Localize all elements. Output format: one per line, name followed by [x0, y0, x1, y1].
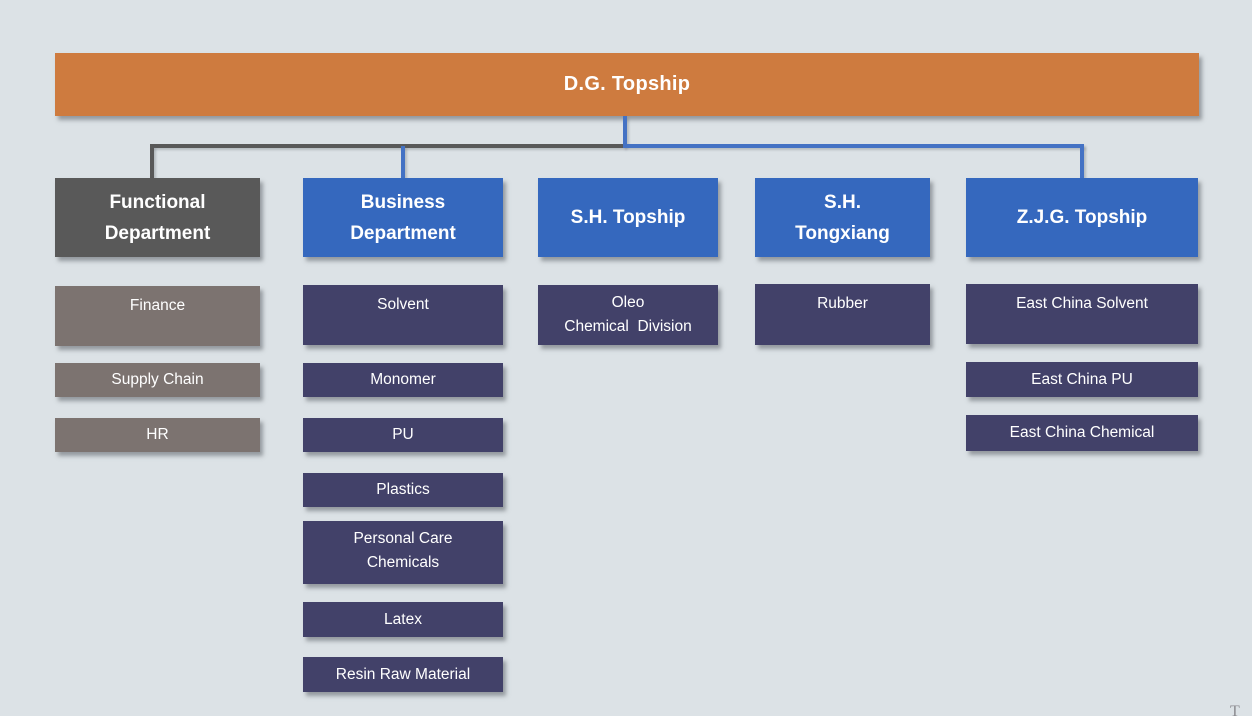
org-node-zjg-topship: Z.J.G. Topship: [966, 178, 1198, 257]
org-node-resin-raw-material: Resin Raw Material: [303, 657, 503, 692]
org-node-plastics: Plastics: [303, 473, 503, 507]
org-node-functional-department: Functional Department: [55, 178, 260, 257]
org-node-rubber: Rubber: [755, 284, 930, 345]
org-node-supply-chain: Supply Chain: [55, 363, 260, 397]
connector-root-drop-line: [623, 116, 627, 146]
org-node-solvent: Solvent: [303, 285, 503, 345]
org-node-personal-care-chemicals: Personal Care Chemicals: [303, 521, 503, 584]
org-node-business-department: Business Department: [303, 178, 503, 257]
cropped-text-artifact: T: [1230, 703, 1240, 716]
org-node-sh-topship: S.H. Topship: [538, 178, 718, 257]
org-node-oleo-chemical-division: Oleo Chemical Division: [538, 285, 718, 345]
org-node-sh-tongxiang: S.H. Tongxiang: [755, 178, 930, 257]
connector-drop-business: [401, 146, 405, 178]
connector-rail-blue: [623, 144, 1084, 148]
connector-drop-zjg: [1080, 146, 1084, 178]
connector-drop-functional: [150, 146, 154, 178]
connector-rail-gray: [150, 144, 625, 148]
org-node-east-china-pu: East China PU: [966, 362, 1198, 397]
org-node-finance: Finance: [55, 286, 260, 346]
org-node-latex: Latex: [303, 602, 503, 637]
org-node-pu: PU: [303, 418, 503, 452]
org-node-monomer: Monomer: [303, 363, 503, 397]
org-node-hr: HR: [55, 418, 260, 452]
org-node-east-china-solvent: East China Solvent: [966, 284, 1198, 344]
org-node-east-china-chemical: East China Chemical: [966, 415, 1198, 451]
org-node-root: D.G. Topship: [55, 53, 1199, 116]
